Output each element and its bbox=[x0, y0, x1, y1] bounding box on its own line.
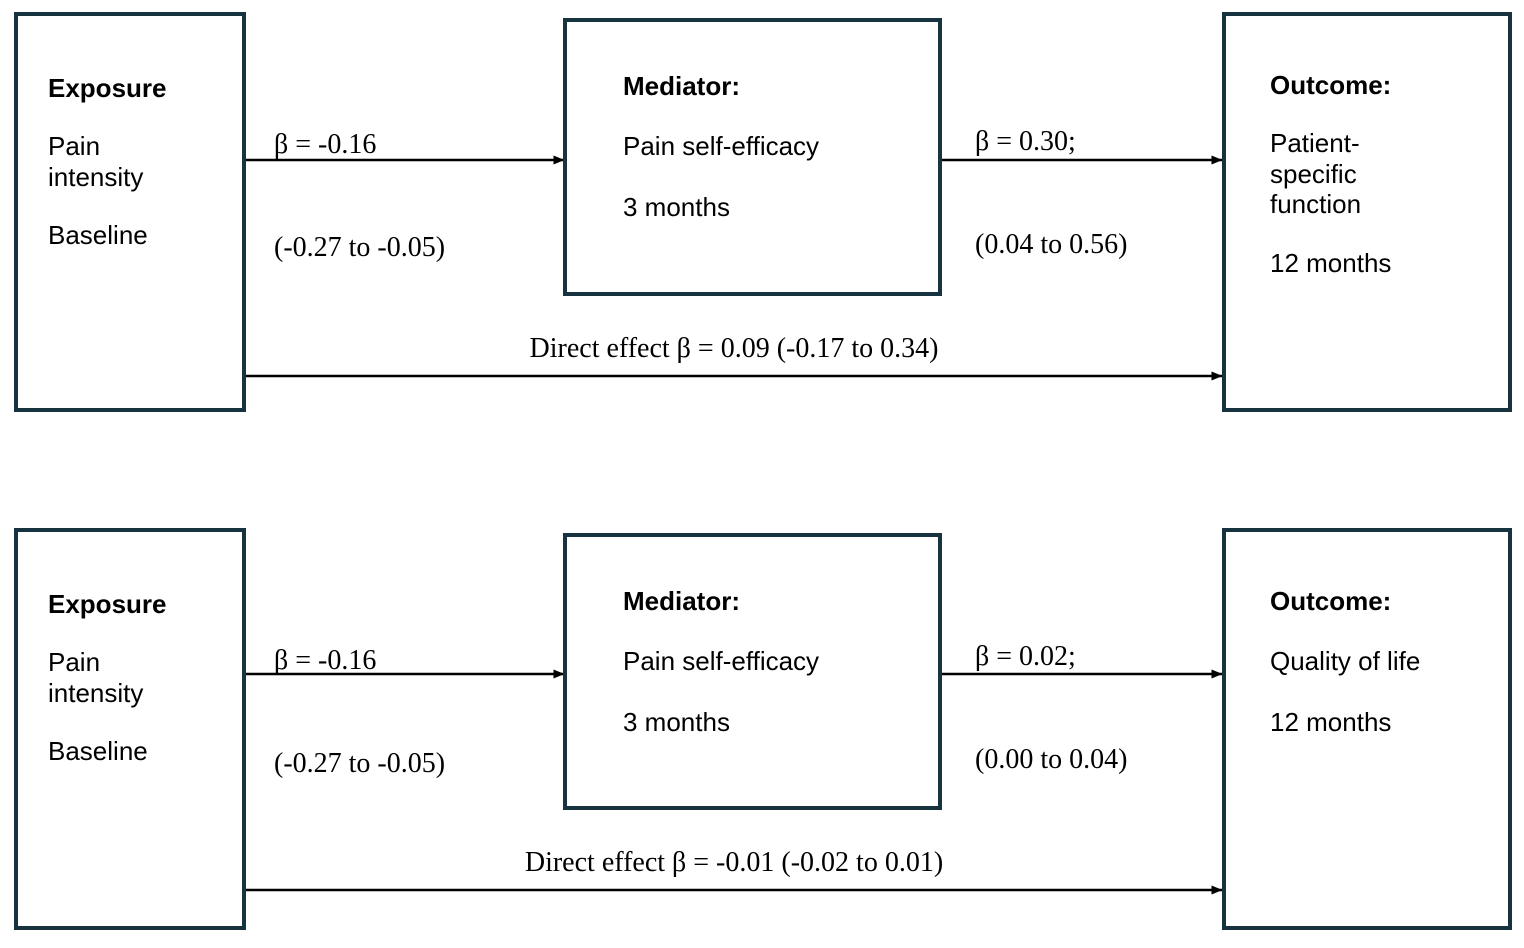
mediator-box-panel-1: Mediator: Pain self-efficacy 3 months bbox=[563, 18, 942, 296]
exposure-line-2: intensity bbox=[48, 161, 144, 192]
path-b-line-1: β = 0.30; bbox=[975, 126, 1076, 158]
path-b-line-1: β = 0.02; bbox=[975, 641, 1076, 673]
outcome-box-panel-1: Outcome: Patient- specific function 12 m… bbox=[1222, 12, 1512, 412]
exposure-line-3: Baseline bbox=[48, 736, 148, 767]
path-a-line-1: β = -0.16 bbox=[274, 129, 377, 161]
outcome-line-3: function bbox=[1270, 189, 1362, 220]
exposure-title: Exposure bbox=[48, 73, 167, 103]
direct-effect-label-panel-1: Direct effect β = 0.09 (-0.17 to 0.34) bbox=[529, 333, 939, 364]
path-a-line-2: (-0.27 to -0.05) bbox=[274, 747, 446, 779]
path-b-label-panel-1: β = 0.30; (0.04 to 0.56) bbox=[975, 57, 1127, 330]
outcome-line-4: 12 months bbox=[1270, 248, 1392, 279]
exposure-line-2: intensity bbox=[48, 677, 144, 708]
exposure-box-panel-2: Exposure Pain intensity Baseline bbox=[14, 528, 246, 930]
mediator-box-panel-2: Mediator: Pain self-efficacy 3 months bbox=[563, 533, 942, 810]
outcome-line-2: specific bbox=[1270, 158, 1357, 189]
path-a-label-panel-1: β = -0.16 (-0.27 to -0.05) bbox=[274, 60, 445, 333]
path-b-line-2: (0.04 to 0.56) bbox=[975, 228, 1128, 260]
direct-effect-label-panel-2: Direct effect β = -0.01 (-0.02 to 0.01) bbox=[524, 847, 944, 878]
mediator-title: Mediator: bbox=[623, 586, 740, 616]
mediator-line-2: 3 months bbox=[623, 191, 730, 222]
outcome-line-1: Patient- bbox=[1270, 128, 1360, 159]
path-b-label-panel-2: β = 0.02; (0.00 to 0.04) bbox=[975, 572, 1127, 845]
path-b-line-2: (0.00 to 0.04) bbox=[975, 743, 1128, 775]
mediator-line-1: Pain self-efficacy bbox=[623, 646, 820, 677]
outcome-line-2: 12 months bbox=[1270, 706, 1392, 737]
mediator-line-1: Pain self-efficacy bbox=[623, 131, 820, 162]
mediator-line-2: 3 months bbox=[623, 706, 730, 737]
exposure-line-3: Baseline bbox=[48, 220, 148, 251]
exposure-line-1: Pain bbox=[48, 647, 101, 678]
path-a-line-2: (-0.27 to -0.05) bbox=[274, 231, 446, 263]
outcome-box-panel-2: Outcome: Quality of life 12 months bbox=[1222, 528, 1512, 930]
outcome-line-1: Quality of life bbox=[1270, 646, 1421, 677]
mediator-title: Mediator: bbox=[623, 71, 740, 101]
outcome-title: Outcome: bbox=[1270, 586, 1392, 616]
path-a-label-panel-2: β = -0.16 (-0.27 to -0.05) bbox=[274, 576, 445, 849]
path-a-line-1: β = -0.16 bbox=[274, 645, 377, 677]
exposure-title: Exposure bbox=[48, 589, 167, 619]
outcome-title: Outcome: bbox=[1270, 70, 1392, 100]
exposure-line-1: Pain bbox=[48, 131, 101, 162]
exposure-box-panel-1: Exposure Pain intensity Baseline bbox=[14, 12, 246, 412]
